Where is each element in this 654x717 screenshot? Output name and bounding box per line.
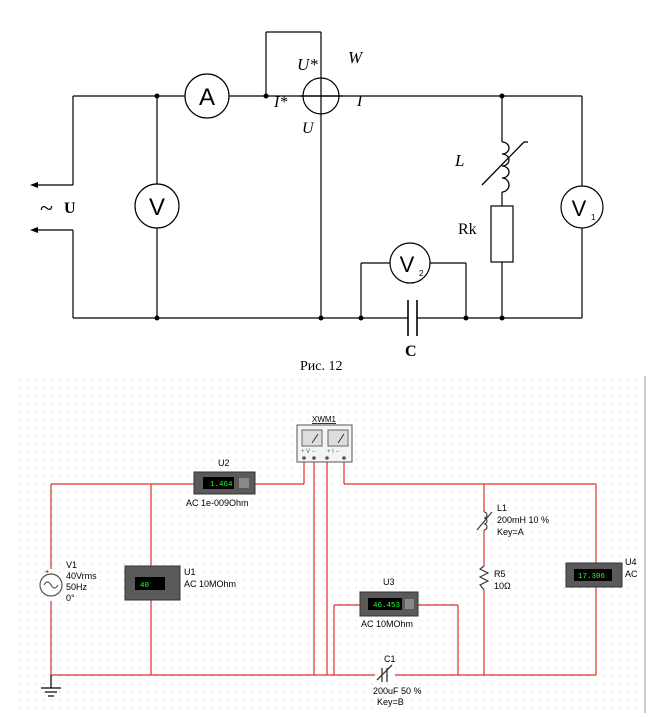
resistor-r5[interactable] (478, 565, 490, 591)
voltmeter-2-index: 2 (419, 269, 424, 278)
c1-ref: C1 (384, 654, 396, 664)
multimeter-u2[interactable]: 1.464 (193, 471, 256, 495)
junction-dot (263, 93, 269, 99)
ac-source-v1[interactable]: + (39, 569, 63, 597)
voltmeter-2: V 2 (389, 242, 431, 284)
wattmeter-name: W (348, 48, 364, 67)
simulation-workspace: + V1 40Vrms 50Hz 0° U2 1.464 AC 1e-009Oh… (18, 376, 646, 713)
l1-ref: L1 (497, 503, 507, 513)
ammeter: A (184, 73, 230, 119)
u2-mode: AC 1e-009Ohm (186, 498, 249, 508)
u3-ref: U3 (383, 577, 395, 587)
u1-reading: 40 (140, 582, 150, 590)
r5-ref: R5 (494, 569, 506, 579)
capacitor-label: C (405, 343, 417, 360)
wattmeter-u: U (302, 120, 315, 137)
u4-ref: U4 (625, 557, 637, 567)
ammeter-symbol: A (199, 84, 215, 111)
wattmeter-i-star: I* (273, 94, 287, 111)
variable-capacitor-c1[interactable] (376, 664, 393, 682)
xwm1-i-terms: + I − (327, 449, 340, 455)
v1-ref: V1 (66, 560, 77, 570)
resistor-label: Rk (458, 221, 477, 238)
junction-dot (154, 315, 160, 321)
source-symbol: ~ (40, 196, 53, 222)
inductor-label: L (454, 151, 464, 170)
xwm1-v-terms: + V − (301, 449, 316, 455)
l1-value: 200mH 10 % (497, 515, 549, 525)
wattmeter: U* W I* I U (273, 48, 364, 137)
xwm1-ref: XWM1 (312, 415, 337, 424)
source-arrow-top (30, 182, 38, 188)
junction-dot (318, 315, 324, 321)
source-arrow-bottom (30, 227, 38, 233)
junction-dot (358, 315, 364, 321)
textbook-schematic: A U* W I* I U V V 2 V 1 L Rk C ~ U (30, 31, 604, 360)
inductor-coil (481, 141, 528, 193)
u4-mode: AC (625, 569, 638, 579)
u2-ref: U2 (218, 458, 230, 468)
voltmeter-1-index: 1 (591, 213, 596, 222)
voltmeter-symbol: V (400, 252, 415, 277)
wattmeter-u-star: U* (297, 55, 318, 74)
multimeter-u4[interactable]: 17.306 (565, 562, 623, 588)
u1-mode: AC 10MOhm (184, 579, 236, 589)
ground-symbol (41, 675, 61, 697)
wattmeter-i: I (356, 93, 363, 110)
r5-value: 10Ω (494, 581, 511, 591)
v1-plus: + (45, 569, 49, 576)
resistor-rk (490, 205, 514, 263)
v1-line2: 50Hz (66, 582, 88, 592)
junction-dot (463, 315, 469, 321)
voltmeter-input: V (134, 183, 180, 229)
junction-dot (499, 315, 505, 321)
c1-key: Key=B (377, 697, 404, 707)
multimeter-u3[interactable]: 46.453 (359, 591, 419, 617)
multimeter-u1[interactable]: 40 (124, 565, 181, 601)
voltmeter-1: V 1 (560, 185, 604, 229)
l1-key: Key=A (497, 527, 524, 537)
wattmeter-xwm1[interactable]: + V − + I − (296, 424, 353, 463)
junction-dot (499, 93, 505, 99)
junction-dot (154, 93, 160, 99)
u4-reading: 17.306 (578, 573, 606, 581)
v1-line1: 40Vrms (66, 571, 97, 581)
u3-reading: 46.453 (373, 602, 401, 610)
voltmeter-symbol: V (572, 196, 587, 221)
source-label: U (64, 200, 76, 217)
figure-caption: Рис. 12 (300, 359, 343, 374)
variable-inductor-l1[interactable] (476, 511, 493, 531)
v1-line3: 0° (66, 593, 75, 603)
u2-reading: 1.464 (210, 481, 233, 489)
u3-mode: AC 10MOhm (361, 619, 413, 629)
u1-ref: U1 (184, 567, 196, 577)
voltmeter-symbol: V (149, 194, 165, 221)
c1-value: 200uF 50 % (373, 686, 422, 696)
